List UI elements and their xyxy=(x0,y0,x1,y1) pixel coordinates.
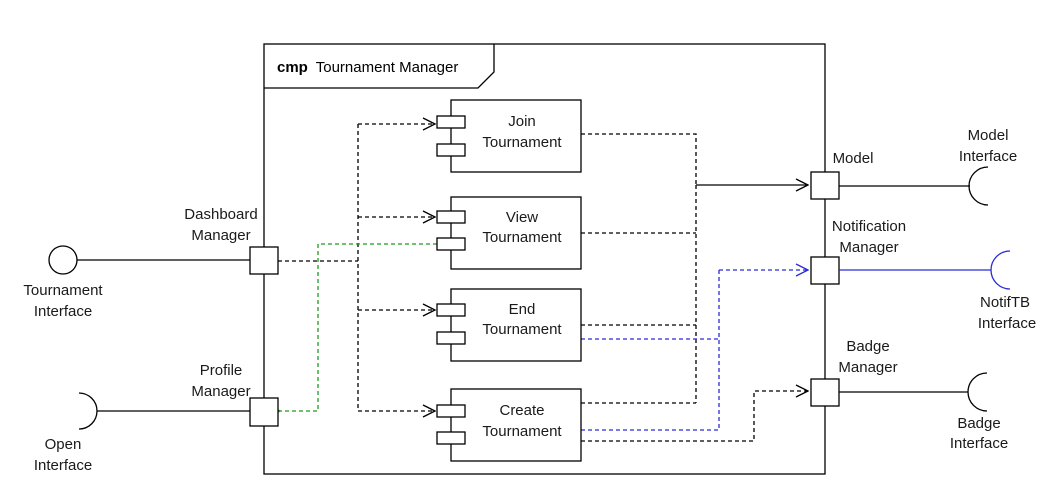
port-dashboard-manager: Dashboard Manager xyxy=(184,206,279,275)
svg-text:Interface: Interface xyxy=(978,315,1036,332)
svg-text:Interface: Interface xyxy=(959,148,1017,165)
component-label-line2: Tournament xyxy=(482,423,562,440)
svg-text:Open: Open xyxy=(45,436,82,453)
badge-dependency xyxy=(581,391,808,442)
frame-title: cmp Tournament Manager xyxy=(277,59,458,76)
svg-text:Interface: Interface xyxy=(34,457,92,474)
svg-text:Manager: Manager xyxy=(838,359,897,376)
component-label-line2: Tournament xyxy=(482,134,562,151)
component-label-line1: Create xyxy=(499,402,544,419)
svg-text:Interface: Interface xyxy=(34,303,92,320)
svg-text:Notification: Notification xyxy=(832,218,906,235)
component-label-line1: View xyxy=(506,209,538,226)
svg-text:Dashboard: Dashboard xyxy=(184,206,257,223)
svg-text:Model: Model xyxy=(833,150,874,167)
model-interface: Model Interface xyxy=(839,127,1017,206)
required-interface-socket-icon xyxy=(967,372,988,412)
svg-text:NotifTB: NotifTB xyxy=(980,294,1030,311)
provided-interface-icon xyxy=(48,245,78,275)
svg-text:Badge: Badge xyxy=(846,338,889,355)
svg-text:Manager: Manager xyxy=(191,227,250,244)
svg-text:Tournament: Tournament xyxy=(23,282,103,299)
component-view-tournament: View Tournament xyxy=(436,196,582,270)
component-label-line1: Join xyxy=(508,113,536,130)
component-label-line2: Tournament xyxy=(482,321,562,338)
port-notification-manager: Notification Manager xyxy=(810,218,906,285)
badge-interface: Badge Interface xyxy=(839,372,1008,452)
required-interface-socket-icon xyxy=(78,392,98,430)
svg-text:Model: Model xyxy=(968,127,1009,144)
svg-text:Interface: Interface xyxy=(950,435,1008,452)
model-dependencies xyxy=(581,133,808,404)
port-profile-manager: Profile Manager xyxy=(191,362,279,427)
component-join-tournament: Join Tournament xyxy=(436,99,582,173)
required-interface-socket-icon xyxy=(968,166,989,206)
profile-dependency xyxy=(280,243,437,411)
svg-text:Manager: Manager xyxy=(839,239,898,256)
notiftb-interface: NotifTB Interface xyxy=(839,250,1036,332)
svg-text:Badge: Badge xyxy=(957,415,1000,432)
svg-text:Manager: Manager xyxy=(191,383,250,400)
component-label-line1: End xyxy=(509,301,536,318)
required-interface-socket-icon xyxy=(990,250,1011,290)
component-create-tournament: Create Tournament xyxy=(436,388,582,462)
svg-text:Profile: Profile xyxy=(200,362,243,379)
component-label-line2: Tournament xyxy=(482,229,562,246)
component-end-tournament: End Tournament xyxy=(436,288,582,362)
dashboard-dependencies xyxy=(278,124,435,411)
notification-dependencies xyxy=(581,270,808,431)
port-badge-manager: Badge Manager xyxy=(810,338,898,407)
tournament-interface: Tournament Interface xyxy=(23,245,250,320)
open-interface: Open Interface xyxy=(34,392,250,474)
